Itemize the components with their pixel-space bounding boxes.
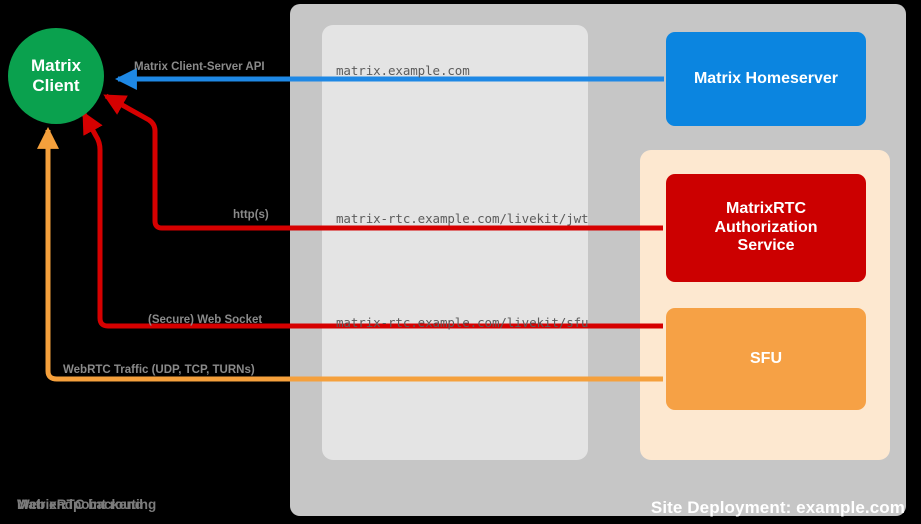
- node-matrix-homeserver-label: Matrix Homeserver: [693, 69, 839, 87]
- edge-https: [103, 93, 663, 231]
- node-sfu[interactable]: SFU: [666, 308, 866, 410]
- node-matrix-client-line1: Matrix: [30, 55, 82, 75]
- edge-label-https: http(s): [233, 209, 269, 221]
- node-sfu-label: SFU: [750, 349, 782, 367]
- site-deployment-label: Site Deployment: example.com: [650, 498, 905, 517]
- edge-websocket: [81, 111, 663, 329]
- node-matrixrtc-auth-service-line2: Authorization: [714, 218, 818, 236]
- node-matrixrtc-auth-service-line3: Service: [737, 237, 795, 255]
- node-matrixrtc-auth-service[interactable]: MatrixRTC Authorization Service: [666, 174, 866, 282]
- node-matrix-client-line2: Client: [32, 76, 80, 95]
- web-endpoint-routing-label: Web endpoint routing: [17, 497, 157, 512]
- endpoint-label-livekit-jwt: matrix-rtc.example.com/livekit/jwt: [336, 211, 589, 226]
- edge-label-websocket: (Secure) Web Socket: [148, 314, 263, 326]
- edge-webrtc: [36, 126, 663, 382]
- node-matrixrtc-auth-service-line1: MatrixRTC: [725, 199, 806, 217]
- matrixrtc-backend-label: MatrixRTC backend: [17, 497, 144, 512]
- web-endpoint-routing-panel: [322, 25, 588, 460]
- endpoint-label-matrix-host: matrix.example.com: [336, 63, 470, 78]
- edge-label-client-server-api: Matrix Client-Server API: [134, 61, 265, 73]
- node-matrix-homeserver[interactable]: Matrix Homeserver: [666, 32, 866, 126]
- endpoint-label-livekit-sfu: matrix-rtc.example.com/livekit/sfu: [336, 315, 589, 330]
- node-matrix-client[interactable]: Matrix Client: [8, 28, 104, 124]
- edge-label-webrtc: WebRTC Traffic (UDP, TCP, TURNs): [63, 364, 255, 376]
